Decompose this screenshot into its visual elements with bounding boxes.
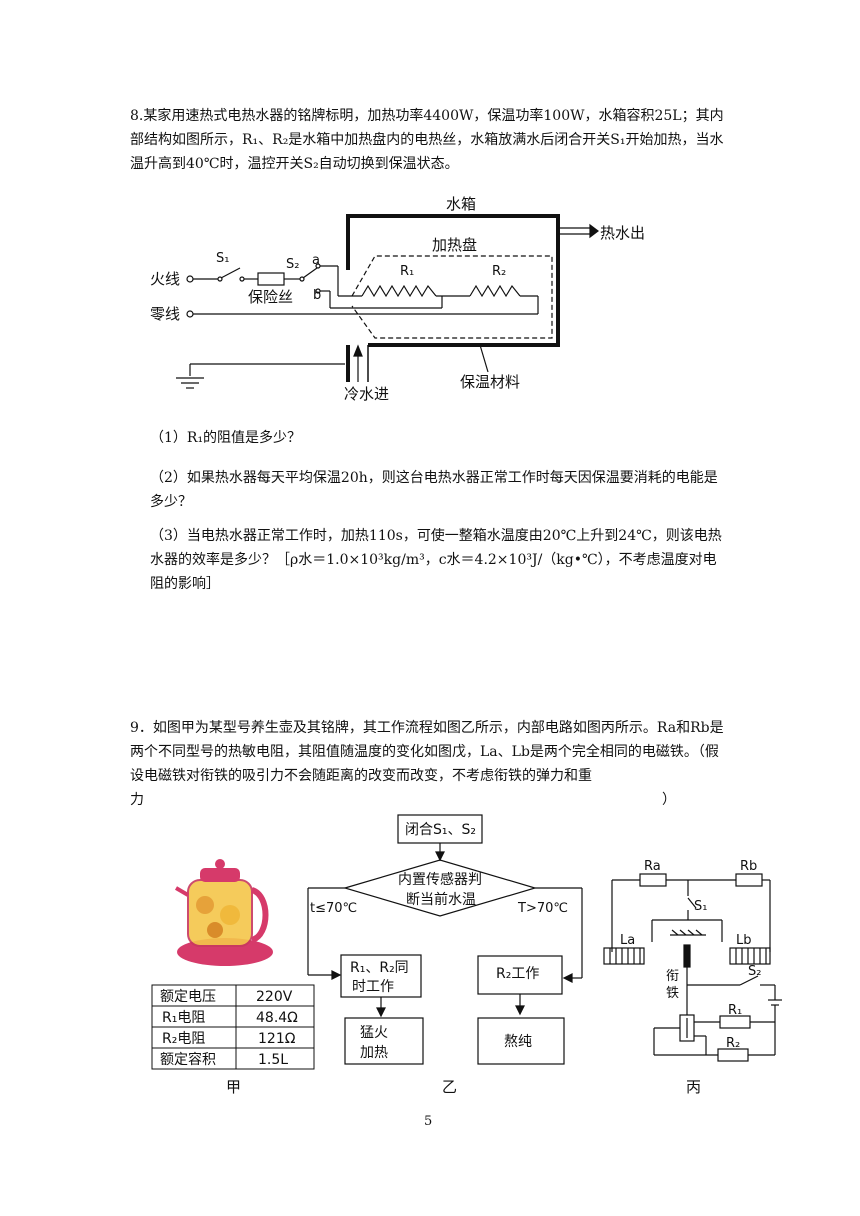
q8-sub2: （2）如果热水器每天平均保温20h，则这台电热水器正常工作时每天因保温要消耗的电… <box>150 470 718 510</box>
s2-label: S₂ <box>286 257 299 272</box>
flow-right-box: R₂工作 <box>496 966 539 982</box>
q8-circuit-labels: 水箱 热水出 加热盘 火线 零线 S₁ S₂ a b 保险丝 R₁ R₂ 保温材… <box>150 195 645 403</box>
caption-jia: 甲 <box>226 1078 241 1096</box>
rb-label: Rb <box>740 859 757 874</box>
r2-label: R₂ <box>492 264 506 279</box>
np-r2-v: 121Ω <box>258 1031 296 1047</box>
c-r2-label: R₂ <box>726 1036 740 1051</box>
c-s1-label: S₁ <box>694 899 707 914</box>
caption-yi: 乙 <box>442 1078 457 1096</box>
flow-left-box-2: 时工作 <box>352 979 394 995</box>
armature-1: 衔 <box>666 969 679 984</box>
flow-left-result-2: 加热 <box>360 1045 388 1061</box>
flow-right-result: 熬纯 <box>504 1034 532 1050</box>
ra-label: Ra <box>644 859 661 874</box>
fuse-label: 保险丝 <box>248 288 293 306</box>
hot-out-label: 热水出 <box>600 224 645 242</box>
armature-2: 铁 <box>666 986 679 1001</box>
q8-circuit-diagram <box>176 214 599 389</box>
q8-sub1: （1）R₁的阻值是多少？ <box>150 430 302 446</box>
np-r0-v: 220V <box>256 989 293 1005</box>
b-label: b <box>313 288 321 303</box>
flow-decision-2: 断当前水温 <box>406 891 476 908</box>
flow-start: 闭合S₁、S₂ <box>405 822 476 838</box>
flow-left-result-1: 猛火 <box>360 1025 388 1041</box>
r1-label: R₁ <box>400 264 414 279</box>
flowchart-text: 闭合S₁、S₂ 内置传感器判 断当前水温 t≤70℃ T>70℃ R₁、R₂同 … <box>310 822 568 1061</box>
np-r0-k: 额定电压 <box>160 989 216 1005</box>
q8-sub3: （3）当电热水器正常工作时，加热110s，可使一整箱水温度由20℃上升到24℃，… <box>150 528 722 592</box>
heater-label: 加热盘 <box>432 236 477 254</box>
figure-captions: 甲 乙 丙 <box>226 1078 701 1096</box>
neutral-label: 零线 <box>150 305 180 323</box>
flow-decision-1: 内置传感器判 <box>398 871 482 888</box>
np-r2-k: R₂电阻 <box>162 1031 205 1047</box>
page-number: 5 <box>424 1114 433 1129</box>
q9-circuit-labels: Ra Rb S₁ La Lb 衔 铁 S₂ R₁ R₂ <box>620 859 761 1051</box>
flowchart <box>307 814 583 1065</box>
nameplate-table <box>151 984 315 1070</box>
kettle-illustration <box>174 859 273 966</box>
lb-label: Lb <box>736 933 752 948</box>
q9-circuit <box>603 873 782 1062</box>
insulation-label: 保温材料 <box>460 373 520 391</box>
np-r1-k: R₁电阻 <box>162 1010 205 1026</box>
q9-stem: 9．如图甲为某型号养生壶及其铭牌，其工作流程如图乙所示，内部电路如图丙所示。Ra… <box>130 720 724 808</box>
tank-label: 水箱 <box>446 195 476 213</box>
c-r1-label: R₁ <box>728 1003 742 1018</box>
flow-left-box-1: R₁、R₂同 <box>350 960 409 976</box>
nameplate-text: 额定电压 220V R₁电阻 48.4Ω R₂电阻 121Ω 额定容积 1.5L <box>160 989 298 1068</box>
q8-stem: 8.某家用速热式电热水器的铭牌标明，加热功率4400W，保温功率100W，水箱容… <box>130 108 724 172</box>
s1-label: S₁ <box>216 251 229 266</box>
np-r3-k: 额定容积 <box>160 1051 216 1068</box>
c-s2-label: S₂ <box>748 964 761 979</box>
caption-bing: 丙 <box>686 1078 701 1096</box>
np-r1-v: 48.4Ω <box>256 1010 298 1026</box>
cold-in-label: 冷水进 <box>344 385 389 403</box>
np-r3-v: 1.5L <box>258 1052 288 1068</box>
a-label: a <box>312 253 320 268</box>
flow-right-cond: T>70℃ <box>517 901 568 916</box>
la-label: La <box>620 933 635 948</box>
live-label: 火线 <box>150 270 180 288</box>
flow-left-cond: t≤70℃ <box>310 901 357 916</box>
